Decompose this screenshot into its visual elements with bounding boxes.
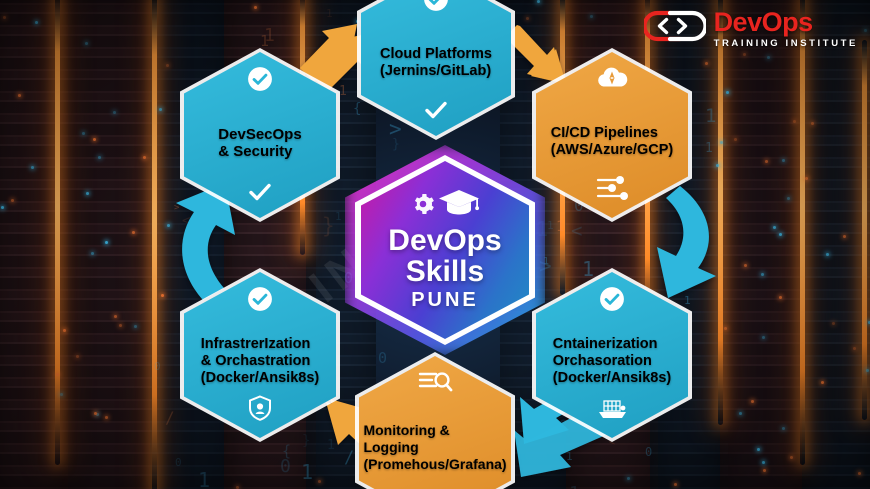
node-body: InfrastrerIzation & Orchastration (Docke… — [184, 272, 336, 438]
node-label-line1: Monitoring & — [363, 421, 450, 438]
logo-text: DevOps TRAINING INSTITUTE — [713, 6, 858, 49]
arrow-cicd-to-containerization — [657, 186, 716, 298]
check-icon — [424, 101, 448, 124]
cloud-upload-icon — [595, 66, 629, 95]
node-label-line3: (Promehous/Grafana) — [363, 455, 507, 472]
node-label-line2: & Security — [218, 143, 293, 160]
node-body: CI/CD Pipelines (AWS/Azure/GCP) — [536, 52, 688, 218]
node-cloud-platforms[interactable]: Cloud Platforms (Jernins/GitLab) — [357, 0, 515, 140]
log-search-icon — [417, 370, 453, 401]
check-icon — [248, 183, 272, 206]
graduation-cap-icon — [438, 188, 480, 221]
node-label-line2: Orchasoration — [552, 352, 652, 369]
center-title-line1: DevOps — [388, 224, 502, 257]
node-cicd-pipelines[interactable]: CI/CD Pipelines (AWS/Azure/GCP) — [532, 48, 692, 222]
arrow-infrastructure-to-devsecops — [176, 183, 235, 300]
node-label-line2: & Orchastration — [200, 352, 311, 369]
node-label-line1: CI/CD Pipelines — [550, 125, 658, 141]
node-body: Cntainerization Orchasoration (Docker/An… — [536, 272, 688, 438]
node-label-line3: (Docker/Ansik8s) — [200, 369, 320, 386]
check-circle-icon — [599, 286, 625, 317]
container-ship-icon — [595, 397, 629, 426]
pipeline-sliders-icon — [594, 175, 630, 206]
logo-name: DevOps — [713, 6, 814, 37]
check-circle-icon — [247, 66, 273, 97]
node-label-line2: Logging — [363, 438, 419, 455]
node-body: Cloud Platforms (Jernins/GitLab) — [361, 0, 511, 136]
node-label-line1: Cntainerization — [552, 335, 658, 352]
center-subtitle: PUNE — [411, 289, 479, 311]
check-circle-icon — [423, 0, 449, 17]
center-node[interactable]: DevOps Skills PUNE — [345, 145, 545, 355]
gear-icon — [411, 192, 435, 221]
center-icon-group — [411, 188, 480, 221]
node-label-line1: DevSecOps — [218, 126, 302, 143]
node-label-line2: (AWS/Azure/GCP) — [550, 142, 674, 158]
check-circle-icon — [247, 286, 273, 317]
node-monitoring-logging[interactable]: Monitoring & Logging (Promehous/Grafana) — [355, 352, 515, 489]
logo-tagline: TRAINING INSTITUTE — [713, 37, 858, 49]
node-body: DevSecOps & Security — [184, 52, 336, 218]
node-body: Monitoring & Logging (Promehous/Grafana) — [359, 356, 511, 489]
node-label-line2: (Jernins/GitLab) — [380, 63, 492, 79]
node-containerization[interactable]: Cntainerization Orchasoration (Docker/An… — [532, 268, 692, 442]
center-title-line2: Skills — [405, 255, 485, 288]
node-label-line1: Cloud Platforms — [380, 46, 492, 62]
node-devsecops-security[interactable]: DevSecOps & Security — [180, 48, 340, 222]
devops-infinity-code-icon — [641, 6, 708, 51]
node-label-line1: InfrastrerIzation — [200, 335, 311, 352]
shield-lock-icon — [248, 395, 272, 426]
arrow-cloud-to-cicd — [505, 25, 566, 84]
brand-logo[interactable]: DevOps TRAINING INSTITUTE — [641, 6, 858, 51]
node-label-line3: (Docker/Ansik8s) — [552, 369, 672, 386]
node-infrastructure-orchestration[interactable]: InfrastrerIzation & Orchastration (Docke… — [180, 268, 340, 442]
